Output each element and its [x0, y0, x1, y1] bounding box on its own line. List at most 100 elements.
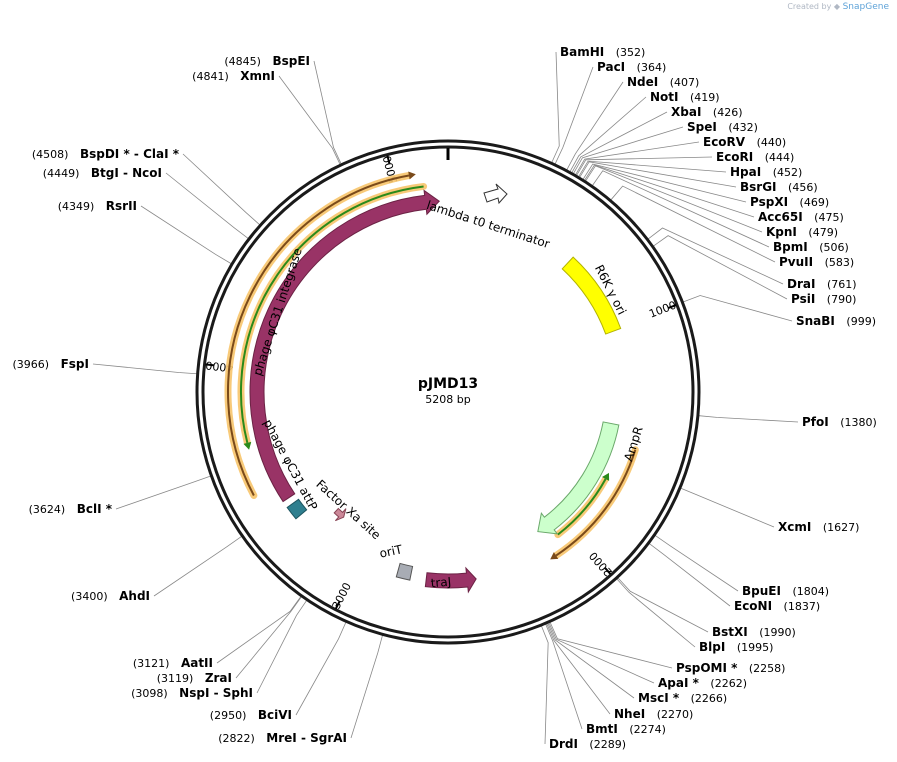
feature-attp — [286, 498, 308, 520]
leader-paci — [554, 66, 594, 165]
enzyme-ecori: EcoRI (444) — [716, 150, 794, 164]
leader-xmni — [278, 75, 341, 165]
enzyme-ahdi: (3400) AhdI — [71, 589, 150, 603]
enzyme-kpni: KpnI (479) — [766, 225, 838, 239]
leader-zrai — [235, 596, 302, 679]
leader-bcivi — [295, 622, 347, 716]
leader-bspdi-clai — [182, 153, 260, 225]
enzyme-paci: PacI (364) — [597, 60, 666, 74]
backbone-inner-ring — [201, 145, 695, 639]
enzyme-bcivi: (2950) BciVI — [210, 708, 292, 722]
enzyme-ecorv: EcoRV (440) — [703, 135, 786, 149]
credit-prefix: Created by — [787, 2, 832, 11]
enzyme-bspei: (4845) BspEI — [224, 54, 310, 68]
tick-mark-4000 — [205, 363, 214, 367]
enzyme-pspxi: PspXI (469) — [750, 195, 829, 209]
feature-r6k-ori — [561, 256, 622, 335]
leader-xbai — [571, 111, 668, 173]
label-factor-xa: Factor Xa site — [313, 477, 383, 542]
plasmid-name: pJMD13 — [418, 376, 478, 392]
leader-drdi — [541, 625, 549, 745]
leader-pspxi — [582, 163, 747, 203]
leader-xcmi — [680, 487, 775, 528]
enzyme-bstxi: BstXI (1990) — [712, 625, 796, 639]
enzyme-bamhi: BamHI (352) — [560, 45, 645, 59]
feature-lambda-terminator — [483, 183, 508, 205]
enzyme-noti: NotI (419) — [650, 90, 720, 104]
enzyme-blpi: BlpI (1995) — [699, 640, 773, 654]
leader-pfoi — [698, 415, 799, 423]
enzyme-aatii: (3121) AatII — [133, 656, 213, 670]
leader-bcli — [115, 475, 211, 510]
leader-nhei — [546, 623, 611, 715]
leader-acc65i — [584, 164, 755, 218]
outer-primer-arc-band — [224, 171, 413, 500]
enzyme-bcli: (3624) BclI * — [29, 502, 113, 516]
enzyme-xmni: (4841) XmnI — [192, 69, 275, 83]
enzyme-nspi-sphi: (3098) NspI - SphI — [131, 686, 253, 700]
enzyme-xbai: XbaI (426) — [671, 105, 742, 119]
feature-traj — [424, 566, 477, 594]
tick-mark-5000 — [386, 155, 391, 164]
enzyme-pvuii: PvuII (583) — [779, 255, 854, 269]
label-orit: oriT — [378, 542, 404, 561]
enzyme-mrei-sgrai: (2822) MreI - SgrAI — [218, 731, 347, 745]
enzyme-econi: EcoNI (1837) — [734, 599, 820, 613]
leader-fspi — [92, 363, 197, 375]
feature-integrase — [249, 189, 441, 503]
leader-msci — [547, 623, 635, 699]
leader-pspomi — [549, 622, 673, 669]
enzyme-spei: SpeI (432) — [687, 120, 758, 134]
snapgene-logo-icon: ◆ — [833, 2, 841, 11]
tick-label-1000: 1000 — [647, 299, 678, 321]
tick-label-3000: 3000 — [330, 581, 354, 612]
leader-aatii — [216, 596, 302, 664]
outer-primer-arc-line — [227, 174, 410, 496]
leader-snabi — [683, 295, 793, 322]
leader-bstxi — [617, 577, 709, 633]
label-lambda-terminator: lambda t0 terminator — [425, 198, 552, 251]
snapgene-credit: Created by ◆ SnapGene — [787, 2, 889, 12]
enzyme-fspi: (3966) FspI — [13, 357, 89, 371]
tick-mark-1000 — [668, 304, 677, 309]
enzyme-snabi: SnaBI (999) — [796, 314, 876, 328]
enzyme-nhei: NheI (2270) — [614, 707, 693, 721]
credit-brand: SnapGene — [842, 2, 889, 12]
leader-bsrgi — [579, 161, 737, 188]
label-ampr: AmpR — [621, 425, 645, 463]
enzyme-bmti: BmtI (2274) — [586, 722, 666, 736]
ampr-primer-inner-line — [557, 478, 607, 536]
feature-ampr — [537, 421, 620, 535]
leader-mrei-sgrai — [350, 635, 383, 739]
outer-primer-arc-head — [408, 171, 416, 180]
label-traj: traJ — [430, 575, 452, 591]
enzyme-apai: ApaI * (2262) — [658, 676, 747, 690]
enzyme-bpmi: BpmI (506) — [773, 240, 849, 254]
enzyme-xcmi: XcmI (1627) — [778, 520, 859, 534]
leader-bamhi — [551, 51, 560, 163]
enzyme-bpuei: BpuEI (1804) — [742, 584, 829, 598]
enzyme-psii: PsiI (790) — [791, 292, 856, 306]
ampr-primer-inner-head — [602, 472, 610, 481]
enzyme-msci: MscI * (2266) — [638, 691, 727, 705]
enzyme-leader-lines — [92, 51, 799, 745]
enzyme-drdi: DrdI (2289) — [549, 737, 626, 751]
leader-ecori — [576, 156, 713, 176]
leader-btgi-ncoi — [165, 172, 249, 239]
leader-bmti — [545, 624, 583, 730]
leader-bspei — [313, 60, 342, 164]
ampr-primer-outer-head — [550, 552, 559, 560]
inner-primer-arc-line — [240, 185, 424, 444]
enzyme-pfoi: PfoI (1380) — [802, 415, 877, 429]
enzyme-hpai: HpaI (452) — [730, 165, 802, 179]
leader-rsrii — [140, 205, 232, 264]
plasmid-size: 5208 bp — [425, 393, 470, 406]
enzyme-ndei: NdeI (407) — [627, 75, 699, 89]
leader-econi — [649, 543, 731, 607]
inner-primer-arc-head — [243, 441, 252, 450]
tick-label-2000: 2000 — [587, 549, 615, 579]
enzyme-pspomi: PspOMI * (2258) — [676, 661, 785, 675]
backbone-outer-ring — [195, 139, 701, 645]
enzyme-drai: DraI (761) — [787, 277, 857, 291]
